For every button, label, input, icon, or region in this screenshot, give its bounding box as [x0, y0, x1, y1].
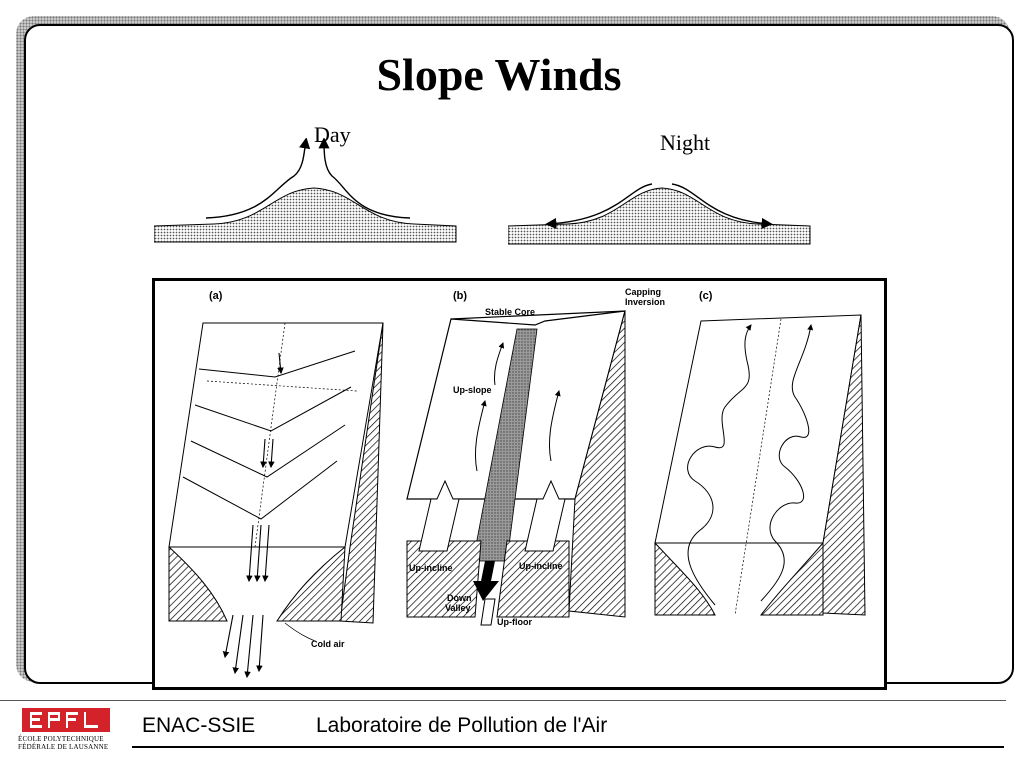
- panel-a-letter: (a): [209, 290, 223, 302]
- up-floor-label: Up-floor: [497, 617, 532, 627]
- slide-frame: Slope Winds Day Night: [24, 24, 1014, 690]
- panel-c: (c): [654, 290, 866, 616]
- up-slope-label: Up-slope: [453, 385, 492, 395]
- cold-air-label: Cold air: [311, 639, 345, 649]
- panel-c-letter: (c): [699, 290, 713, 302]
- footer-rule-top: [0, 700, 1006, 701]
- capping-inversion-label-2: Inversion: [625, 297, 665, 307]
- valley-wind-panels: (a): [168, 287, 866, 679]
- up-incline-right-label: Up-incline: [519, 561, 563, 571]
- day-upslope-flow-left: [205, 138, 311, 219]
- footer-department: ENAC-SSIE: [142, 714, 256, 737]
- capping-inversion-label-1: Capping: [625, 287, 661, 297]
- panel-b-letter: (b): [453, 290, 467, 302]
- night-downslope-flow-left: [545, 183, 653, 230]
- epfl-logo: ÉCOLE POLYTECHNIQUE FÉDÉRALE DE LAUSANNE: [18, 706, 114, 752]
- down-valley-label-1: Down: [447, 593, 472, 603]
- night-hill: [508, 187, 811, 245]
- footer-laboratory: Laboratoire de Pollution de l'Air: [316, 714, 608, 737]
- night-downslope-flow-right: [671, 183, 773, 230]
- up-incline-left-label: Up-incline: [409, 563, 453, 573]
- down-valley-label-2: Valley: [445, 603, 471, 613]
- slide-title: Slope Winds: [376, 49, 622, 100]
- night-slope-diagram: [508, 183, 811, 245]
- day-slope-diagram: [154, 138, 457, 243]
- panel-a: (a): [168, 290, 384, 679]
- logo-subtitle-2: FÉDÉRALE DE LAUSANNE: [18, 743, 109, 751]
- day-upslope-flow-right: [318, 138, 411, 219]
- valley-wind-figure: (a): [152, 278, 887, 690]
- stable-core-label: Stable Core: [485, 307, 535, 317]
- footer-rule-bottom: [132, 746, 1004, 748]
- night-label: Night: [660, 130, 711, 155]
- logo-subtitle-1: ÉCOLE POLYTECHNIQUE: [18, 735, 104, 743]
- epfl-logo-mark: [22, 708, 110, 732]
- slide-shadow: Slope Winds Day Night: [16, 16, 1014, 690]
- day-hill: [154, 187, 457, 243]
- panel-b: (b) Capping Inversion Stable Core: [406, 287, 665, 627]
